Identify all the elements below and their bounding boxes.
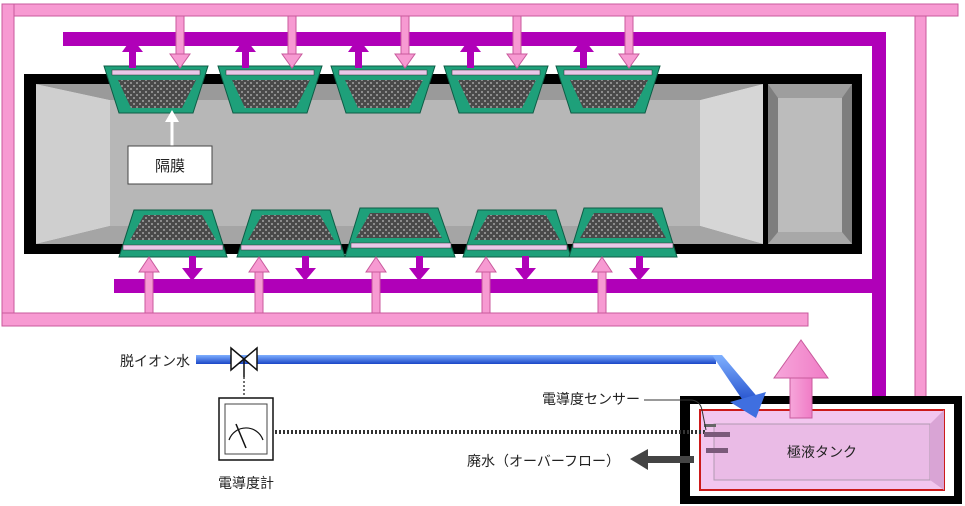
purple-manifolds [63, 32, 896, 420]
tank-label: 極液タンク [787, 445, 857, 461]
sensor-label: 電導度センサー [542, 392, 640, 408]
tank-outlet-up-arrow [773, 339, 829, 419]
bottom-pink-feed-arrows [138, 256, 613, 314]
conductivity-meter-label: 電導度計 [218, 476, 274, 492]
top-membrane-3 [330, 65, 436, 114]
top-membrane-4 [443, 65, 549, 114]
bottom-membrane-2 [236, 209, 346, 258]
bottom-membrane-4 [462, 209, 572, 258]
conductivity-meter: 電導度計 [218, 397, 274, 492]
membrane-callout: 隔膜 [127, 110, 213, 185]
meter-needle [235, 423, 247, 449]
top-membrane-5 [555, 65, 661, 114]
deionized-water-line: 脱イオン水 [120, 354, 766, 418]
top-purple-return-arrows [122, 38, 594, 68]
bottom-membrane-1 [118, 209, 228, 258]
waste-arrowhead [630, 449, 648, 470]
waste-water-label: 廃水（オーバーフロー） [467, 453, 620, 470]
valve-icon [230, 346, 258, 396]
conductivity-sensor: 電導度センサー [542, 392, 730, 453]
electrolyte-tank: 極液タンク [680, 396, 962, 504]
membrane-label: 隔膜 [155, 157, 185, 175]
top-pink-feed-arrows [169, 15, 640, 69]
bottom-purple-drain-arrows [182, 256, 650, 281]
waste-water-outlet: 廃水（オーバーフロー） [467, 449, 694, 470]
deionized-water-label: 脱イオン水 [120, 354, 190, 370]
top-membrane-2 [217, 65, 323, 114]
top-membranes [103, 65, 661, 114]
blue-inlet-arrowhead [730, 392, 766, 418]
bottom-membrane-5 [568, 207, 678, 258]
bottom-membranes [118, 207, 678, 258]
top-membrane-1 [103, 65, 209, 114]
bottom-membrane-3 [344, 207, 456, 258]
